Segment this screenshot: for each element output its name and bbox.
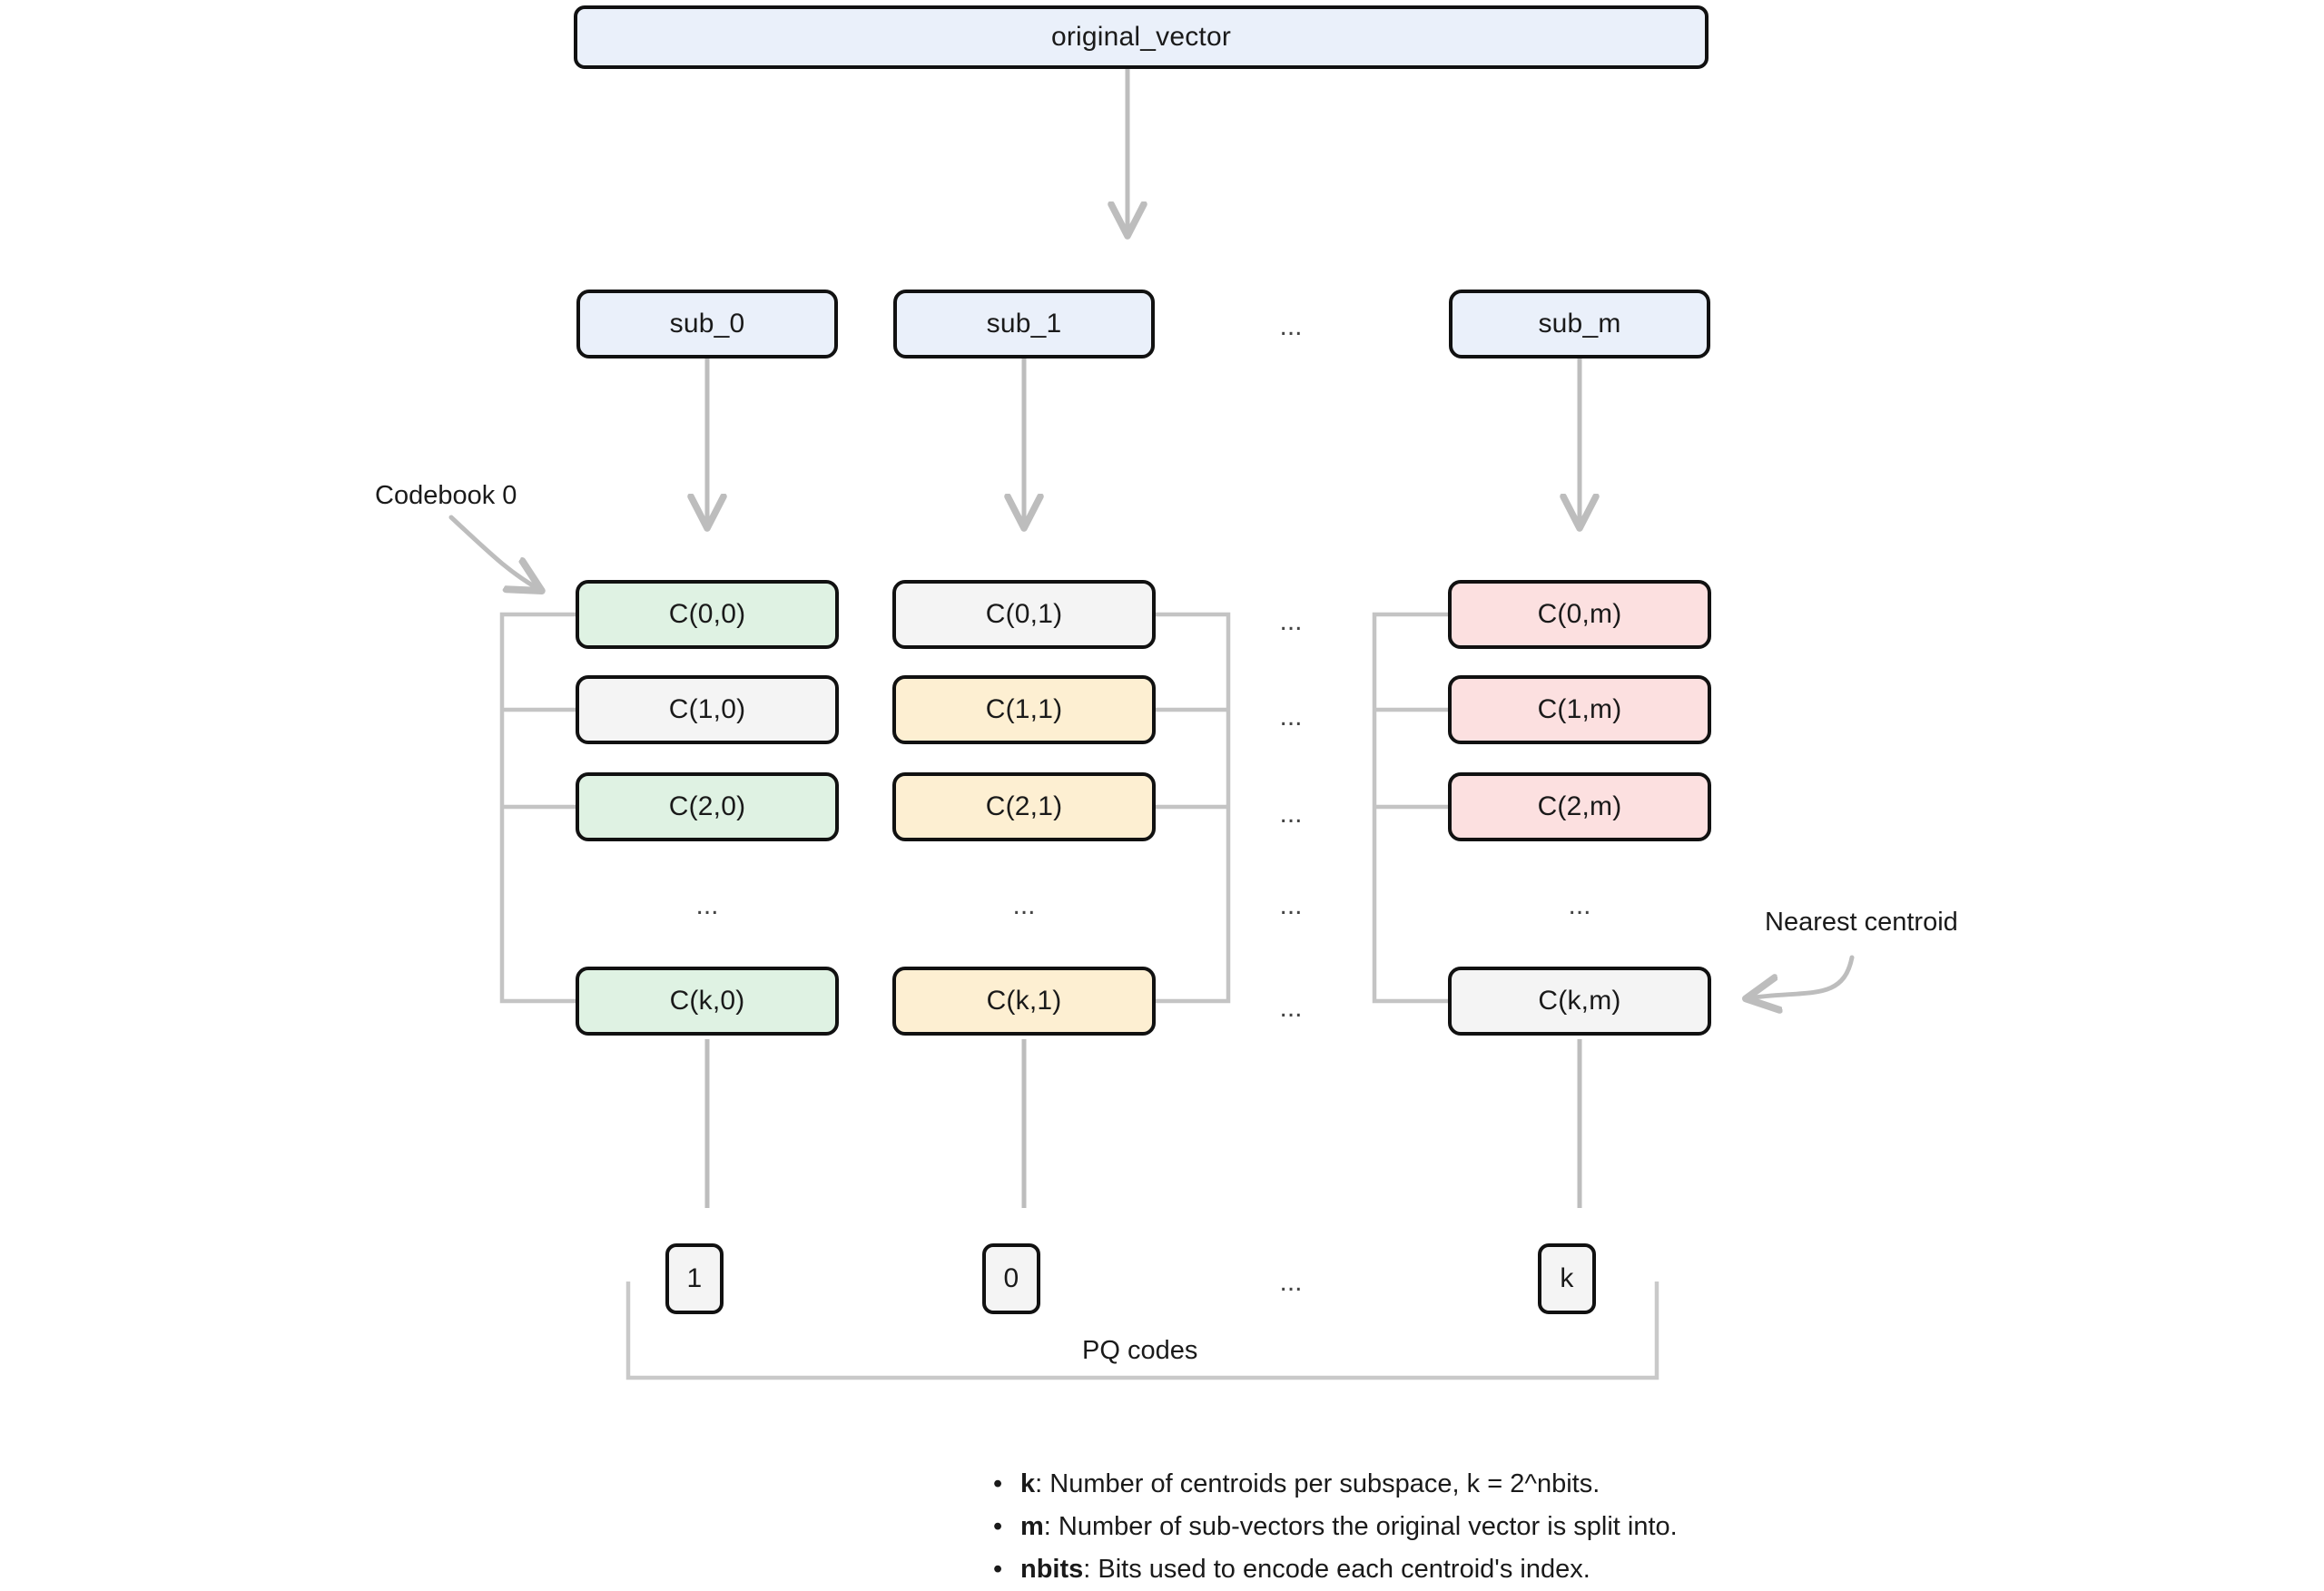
centroid-cell-2-0[interactable]: C(2,0) <box>576 772 839 841</box>
legend-term-nbits: nbits <box>1020 1555 1084 1584</box>
centroid-label: C(k,m) <box>1538 986 1621 1016</box>
centroid-cell-1-0[interactable]: C(1,0) <box>576 675 839 744</box>
legend-text-nbits: : Bits used to encode each centroid's in… <box>1083 1555 1590 1584</box>
centroid-cell-2-1[interactable]: C(2,1) <box>892 772 1156 841</box>
centroid-label: C(1,m) <box>1537 694 1622 724</box>
pq-code-label: 1 <box>686 1263 703 1293</box>
subvector-node-sub-1[interactable]: sub_1 <box>893 290 1155 358</box>
subvector-label: sub_0 <box>669 309 745 339</box>
centroid-cell-1-m[interactable]: C(1,m) <box>1448 675 1711 744</box>
legend-item-k: k: Number of centroids per subspace, k =… <box>993 1463 1678 1506</box>
row-gap-ellipsis-3: ... <box>1279 890 1303 920</box>
connector-layer <box>448 69 1855 1380</box>
centroid-label: C(2,1) <box>985 791 1063 821</box>
original-vector-label: original_vector <box>1050 22 1232 52</box>
subvector-gap-ellipsis: ... <box>1279 311 1303 341</box>
subvector-node-sub-m[interactable]: sub_m <box>1449 290 1710 358</box>
centroid-cell-0-1[interactable]: C(0,1) <box>892 580 1156 649</box>
pq-code-box-0[interactable]: 1 <box>665 1243 724 1314</box>
subvector-label: sub_m <box>1538 309 1621 339</box>
centroid-cell-k-m[interactable]: C(k,m) <box>1448 967 1711 1036</box>
centroid-cell-1-1[interactable]: C(1,1) <box>892 675 1156 744</box>
pq-code-box-1[interactable]: 0 <box>982 1243 1040 1314</box>
legend: k: Number of centroids per subspace, k =… <box>990 1463 1678 1591</box>
pq-code-label: k <box>1560 1263 1574 1293</box>
row-gap-ellipsis-1: ... <box>1279 702 1303 732</box>
centroid-label: C(0,1) <box>985 599 1063 629</box>
pq-code-gap-ellipsis: ... <box>1279 1267 1303 1297</box>
centroid-label: C(0,m) <box>1537 599 1622 629</box>
row-gap-ellipsis-2: ... <box>1279 799 1303 829</box>
row-gap-ellipsis-0: ... <box>1279 606 1303 636</box>
centroid-label: C(1,1) <box>985 694 1063 724</box>
legend-item-m: m: Number of sub-vectors the original ve… <box>993 1506 1678 1548</box>
centroid-label: C(k,1) <box>986 986 1062 1016</box>
pq-code-label: 0 <box>1003 1263 1019 1293</box>
centroid-cell-k-1[interactable]: C(k,1) <box>892 967 1156 1036</box>
centroid-label: C(1,0) <box>668 694 746 724</box>
centroid-label: C(2,0) <box>668 791 746 821</box>
row-gap-ellipsis-4: ... <box>1279 993 1303 1023</box>
centroid-column-ellipsis-m: ... <box>1568 890 1591 920</box>
centroid-label: C(0,0) <box>668 599 746 629</box>
legend-text-m: : Number of sub-vectors the original vec… <box>1043 1512 1678 1541</box>
pq-codes-label: PQ codes <box>1082 1336 1198 1365</box>
nearest-centroid-annotation: Nearest centroid <box>1765 908 1958 937</box>
subvector-node-sub-0[interactable]: sub_0 <box>576 290 838 358</box>
centroid-cell-0-0[interactable]: C(0,0) <box>576 580 839 649</box>
centroid-label: C(2,m) <box>1537 791 1622 821</box>
centroid-cell-0-m[interactable]: C(0,m) <box>1448 580 1711 649</box>
pq-code-box-m[interactable]: k <box>1538 1243 1596 1314</box>
codebook-annotation: Codebook 0 <box>375 481 517 510</box>
centroid-label: C(k,0) <box>669 986 745 1016</box>
centroid-cell-k-0[interactable]: C(k,0) <box>576 967 839 1036</box>
legend-text-k: : Number of centroids per subspace, k = … <box>1035 1469 1600 1498</box>
legend-term-m: m <box>1020 1512 1044 1541</box>
legend-term-k: k <box>1020 1469 1036 1498</box>
centroid-column-ellipsis-0: ... <box>695 890 719 920</box>
centroid-column-ellipsis-1: ... <box>1012 890 1036 920</box>
legend-item-nbits: nbits: Bits used to encode each centroid… <box>993 1548 1678 1591</box>
centroid-cell-2-m[interactable]: C(2,m) <box>1448 772 1711 841</box>
diagram-canvas: original_vector sub_0 sub_1 ... sub_m C(… <box>0 0 2324 1554</box>
subvector-label: sub_1 <box>986 309 1062 339</box>
original-vector-node[interactable]: original_vector <box>574 5 1709 69</box>
